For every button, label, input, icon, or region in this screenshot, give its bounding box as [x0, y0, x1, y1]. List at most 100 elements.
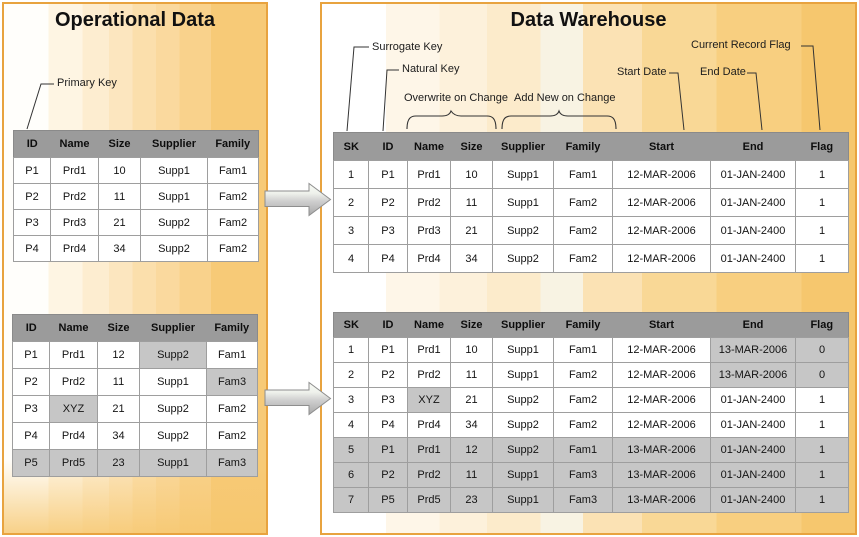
cell: P1: [368, 337, 408, 363]
cell: Supp2: [140, 235, 208, 262]
cell: 01-JAN-2400: [710, 188, 796, 217]
cell: 2: [333, 188, 369, 217]
cell: Supp1: [492, 337, 554, 363]
cell: P3: [368, 216, 408, 245]
cell: 13-MAR-2006: [612, 437, 711, 463]
cell: 01-JAN-2400: [710, 462, 796, 488]
cell: 1: [795, 462, 849, 488]
cell: 1: [795, 412, 849, 438]
cell: Supp2: [492, 216, 554, 245]
cell: 12-MAR-2006: [612, 216, 711, 245]
surrogate-key-label: Surrogate Key: [372, 41, 443, 53]
column-header: Size: [450, 312, 493, 338]
column-header: ID: [13, 130, 51, 158]
cell: Prd5: [49, 449, 98, 477]
cell: P4: [368, 244, 408, 273]
column-header: ID: [12, 314, 50, 342]
cell: Fam2: [553, 412, 613, 438]
cell: 11: [450, 362, 493, 388]
cell: 4: [333, 412, 369, 438]
cell: Prd1: [49, 341, 98, 369]
cell: Prd4: [407, 412, 451, 438]
cell: Prd2: [407, 188, 451, 217]
operational-data-title: Operational Data: [54, 9, 216, 31]
cell: Prd1: [407, 337, 451, 363]
cell: Supp1: [492, 487, 554, 513]
cell: Prd5: [407, 487, 451, 513]
cell: P3: [13, 209, 51, 236]
cell: 11: [97, 368, 140, 396]
cell: 13-MAR-2006: [710, 362, 796, 388]
end-date-label: End Date: [700, 66, 746, 78]
natural-key-label: Natural Key: [402, 63, 460, 75]
cell: 1: [333, 160, 369, 189]
column-header: Supplier: [492, 312, 554, 338]
cell: 12-MAR-2006: [612, 412, 711, 438]
cell: P4: [13, 235, 51, 262]
column-header: ID: [368, 312, 408, 338]
cell: XYZ: [407, 387, 451, 413]
cell: 1: [333, 337, 369, 363]
column-header: ID: [368, 132, 408, 161]
data-warehouse-title: Data Warehouse: [510, 9, 667, 31]
cell: Fam2: [553, 216, 613, 245]
cell: 12-MAR-2006: [612, 188, 711, 217]
column-header: Supplier: [492, 132, 554, 161]
cell: 01-JAN-2400: [710, 412, 796, 438]
cell: 13-MAR-2006: [612, 487, 711, 513]
column-header: Family: [553, 312, 613, 338]
cell: Supp2: [139, 341, 207, 369]
cell: P3: [12, 395, 50, 423]
cell: 01-JAN-2400: [710, 437, 796, 463]
cell: 12-MAR-2006: [612, 387, 711, 413]
cell: P1: [12, 341, 50, 369]
cell: Prd1: [50, 157, 99, 184]
cell: 10: [450, 337, 493, 363]
cell: 10: [450, 160, 493, 189]
cell: 12-MAR-2006: [612, 362, 711, 388]
cell: P3: [368, 387, 408, 413]
cell: 11: [98, 183, 141, 210]
cell: Supp2: [139, 422, 207, 450]
cell: 21: [450, 216, 493, 245]
cell: Fam2: [207, 209, 259, 236]
column-header: Supplier: [139, 314, 207, 342]
cell: Fam1: [553, 337, 613, 363]
cell: 1: [795, 244, 849, 273]
cell: P1: [368, 437, 408, 463]
cell: P2: [13, 183, 51, 210]
cell: 13-MAR-2006: [710, 337, 796, 363]
column-header: End: [710, 132, 796, 161]
cell: P2: [12, 368, 50, 396]
cell: 12-MAR-2006: [612, 160, 711, 189]
cell: Supp2: [140, 209, 208, 236]
cell: P5: [368, 487, 408, 513]
cell: P2: [368, 462, 408, 488]
cell: 4: [333, 244, 369, 273]
cell: 11: [450, 188, 493, 217]
column-header: Flag: [795, 312, 849, 338]
column-header: Family: [206, 314, 258, 342]
cell: Supp1: [492, 362, 554, 388]
primary-key-label: Primary Key: [57, 77, 117, 89]
cell: 13-MAR-2006: [612, 462, 711, 488]
column-header: Start: [612, 132, 711, 161]
column-header: Flag: [795, 132, 849, 161]
cell: 1: [795, 216, 849, 245]
cell: 12: [97, 341, 140, 369]
